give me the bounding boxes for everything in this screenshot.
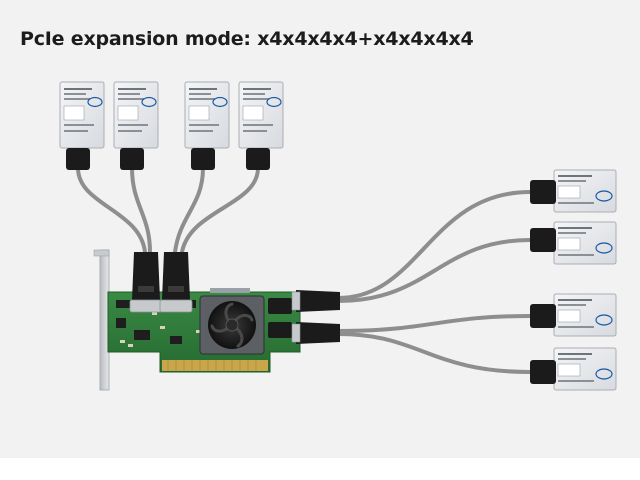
- intel-logo-icon: [595, 190, 613, 202]
- drive-connector: [120, 148, 144, 170]
- top-cable-group: [76, 166, 260, 254]
- slimsas-cable-icon: [296, 290, 340, 312]
- drive-connector: [530, 180, 556, 204]
- intel-logo-icon: [212, 96, 228, 108]
- slimsas-cable-icon: [162, 252, 190, 300]
- intel-logo-icon: [141, 96, 157, 108]
- drive-connector: [530, 360, 556, 384]
- pcie-gold-contacts: [162, 360, 268, 371]
- ssd-drive-icon: [184, 81, 230, 149]
- cable-top-4: [180, 166, 260, 254]
- page-title: PcIe expansion mode: x4x4x4x4+x4x4x4x4: [20, 28, 474, 50]
- right-drive-group: [553, 169, 617, 391]
- intel-logo-icon: [266, 96, 282, 108]
- card-connectors-top: [129, 252, 193, 313]
- cable-top-1: [76, 166, 147, 254]
- intel-logo-icon: [595, 242, 613, 254]
- drive-connector: [530, 304, 556, 328]
- drive-connector: [191, 148, 215, 170]
- drive-connector: [66, 148, 90, 170]
- ssd-drive-icon: [59, 81, 105, 149]
- right-cable-group: [336, 190, 532, 374]
- intel-logo-icon: [595, 368, 613, 380]
- ssd-drive-icon: [553, 347, 617, 391]
- slimsas-cable-icon: [296, 322, 340, 344]
- drive-connector: [530, 228, 556, 252]
- ssd-drive-icon: [113, 81, 159, 149]
- cable-top-2: [130, 166, 152, 254]
- bottom-band: [0, 458, 640, 480]
- slimsas-cable-icon: [132, 252, 160, 300]
- top-drive-group: [59, 81, 284, 149]
- intel-logo-icon: [595, 314, 613, 326]
- ssd-drive-icon: [553, 221, 617, 265]
- right-drive-connectors: [530, 180, 556, 384]
- ssd-drive-icon: [553, 293, 617, 337]
- intel-logo-icon: [87, 96, 103, 108]
- card-connectors-right: [291, 290, 340, 344]
- onboard-port: [268, 322, 292, 338]
- cable-right-2: [336, 238, 532, 303]
- cable-right-4: [336, 332, 532, 374]
- top-drive-connectors: [66, 148, 270, 170]
- cable-top-3: [173, 166, 205, 254]
- cable-right-3: [336, 314, 532, 333]
- pcie-adapter-card-icon: [93, 249, 301, 391]
- drive-connector: [246, 148, 270, 170]
- ssd-drive-icon: [553, 169, 617, 213]
- ssd-drive-icon: [238, 81, 284, 149]
- cable-right-1: [336, 190, 532, 300]
- onboard-port: [268, 298, 292, 314]
